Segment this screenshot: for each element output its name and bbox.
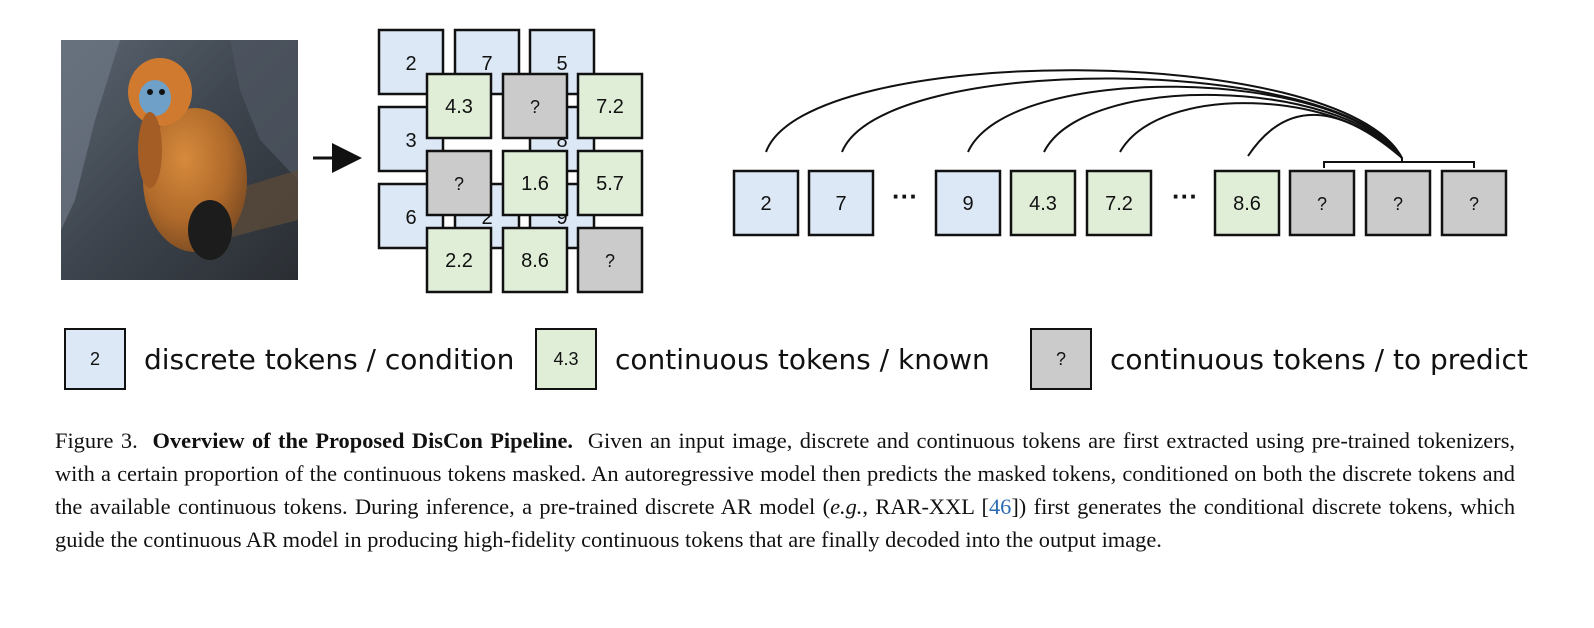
token-value: ?	[454, 174, 464, 194]
caption-text-1: Given an input image, discrete and conti…	[55, 428, 1516, 519]
token-value: 8.6	[521, 250, 549, 272]
caption-reference-link[interactable]: 46	[988, 494, 1012, 519]
legend-label-discrete: discrete tokens / condition	[144, 342, 515, 376]
token-value: 2	[481, 207, 492, 229]
token-value: 6	[405, 207, 416, 229]
token-value: 9	[962, 193, 973, 215]
token-value: ?	[1469, 194, 1479, 214]
continuous-token: 8.6	[501, 226, 569, 294]
legend-item-discrete: 2 discrete tokens / condition	[64, 326, 514, 392]
seq-predict-token: ?	[1364, 169, 1432, 237]
continuous-token-grid: 4.3? 7.2? 1.6 5.7 2.2 8.6?	[425, 72, 644, 294]
token-value: ?	[605, 251, 615, 271]
input-image	[61, 40, 298, 280]
token-value: 8.6	[1233, 193, 1261, 215]
caption-prefix: Figure 3.	[55, 428, 138, 453]
token-value: ?	[530, 97, 540, 117]
dependency-arc	[1119, 102, 1403, 159]
caption-text-2: , RAR-XXL [	[862, 494, 989, 519]
token-sequence: 2 7 9 4.3 7.2 8.6??? ··· ···	[732, 169, 1508, 237]
continuous-token: 7.2	[576, 72, 644, 140]
seq-discrete-token: 9	[934, 169, 1002, 237]
token-value: 7.2	[1105, 193, 1133, 215]
caption-eg: e.g.	[830, 494, 863, 519]
caption-text-3: ]) first generates the conditional discr…	[55, 494, 1516, 552]
seq-continuous-token: 7.2	[1085, 169, 1153, 237]
seq-discrete-token: 7	[807, 169, 875, 237]
legend-swatch-to-predict: ?	[1030, 328, 1092, 390]
token-value: 8	[556, 130, 567, 152]
masked-token: ?	[425, 149, 493, 217]
token-value: 7	[481, 53, 492, 75]
token-value: ?	[1317, 194, 1327, 214]
token-value: 2	[760, 193, 771, 215]
figure-caption: Figure 3. Overview of the Proposed DisCo…	[55, 424, 1515, 556]
token-value: 3	[405, 130, 416, 152]
caption-title: Overview of the Proposed DisCon Pipeline…	[152, 428, 573, 453]
legend-swatch-continuous-known: 4.3	[535, 328, 597, 390]
dependency-arc	[841, 77, 1403, 159]
seq-predict-token: ?	[1288, 169, 1356, 237]
dependency-arc	[967, 85, 1403, 159]
continuous-token: 4.3	[425, 72, 493, 140]
legend-label-continuous-known: continuous tokens / known	[615, 342, 990, 376]
legend-swatch-discrete: 2	[64, 328, 126, 390]
ellipsis: ···	[1172, 181, 1198, 211]
token-value: 4.3	[445, 96, 473, 118]
seq-predict-token: ?	[1440, 169, 1508, 237]
token-value: 1.6	[521, 173, 549, 195]
token-value: ?	[1393, 194, 1403, 214]
legend-label-to-predict: continuous tokens / to predict	[1110, 342, 1528, 376]
seq-continuous-token: 8.6	[1213, 169, 1281, 237]
seq-discrete-token: 2	[732, 169, 800, 237]
token-value: 2	[405, 53, 416, 75]
token-value: 5.7	[596, 173, 624, 195]
legend: 2 discrete tokens / condition 4.3 contin…	[0, 318, 1594, 408]
masked-token: ?	[576, 226, 644, 294]
continuous-token: 1.6	[501, 149, 569, 217]
masked-token: ?	[501, 72, 569, 140]
token-value: 9	[556, 207, 567, 229]
continuous-token: 2.2	[425, 226, 493, 294]
attention-arcs	[765, 69, 1475, 168]
legend-item-continuous-known: 4.3 continuous tokens / known	[535, 326, 990, 392]
token-value: 5	[556, 53, 567, 75]
dependency-arc	[765, 69, 1403, 159]
token-value: 2.2	[445, 250, 473, 272]
dependency-arc	[1247, 113, 1403, 159]
legend-item-to-predict: ? continuous tokens / to predict	[1030, 326, 1528, 392]
token-value: 7	[835, 193, 846, 215]
pipeline-diagram: 2 7 5 3 8 6 2 9 4.3? 7.2? 1.6 5.7 2.2 8.6? 2 7 9 4.3 7.2…	[61, 28, 1508, 294]
dependency-arc	[1043, 94, 1403, 159]
seq-continuous-token: 4.3	[1009, 169, 1077, 237]
continuous-token: 5.7	[576, 149, 644, 217]
token-value: 4.3	[1029, 193, 1057, 215]
token-value: 7.2	[596, 96, 624, 118]
predict-bracket	[1323, 158, 1475, 168]
ellipsis: ···	[892, 181, 918, 211]
